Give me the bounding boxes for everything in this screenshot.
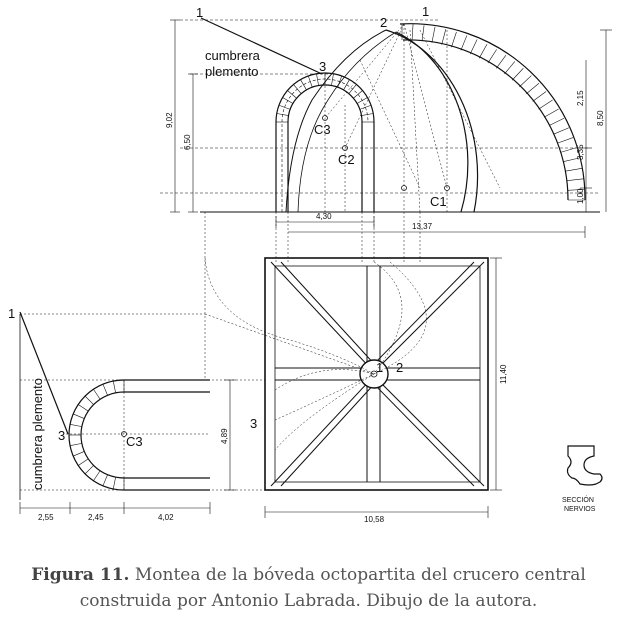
- center-c3-left: C3: [126, 434, 143, 449]
- voussoir-joint: [487, 49, 497, 64]
- point-2-top: 2: [380, 15, 387, 30]
- point-3-left: 3: [58, 428, 65, 443]
- plemento-label: plemento: [205, 64, 258, 79]
- dim-1-00: 1,00: [576, 188, 585, 204]
- voussoir-joint: [557, 137, 574, 144]
- seccion-label: SECCIÓN: [562, 495, 594, 504]
- voussoir-joint: [538, 99, 553, 110]
- voussoir-joint: [316, 73, 319, 86]
- voussoir-joint: [276, 113, 289, 116]
- voussoir-joint: [519, 75, 532, 88]
- voussoir-joint: [78, 404, 89, 412]
- voussoir-joint: [504, 61, 516, 75]
- voussoir-joint: [69, 423, 82, 427]
- plan-square: [20, 212, 502, 518]
- voussoir-joint: [102, 474, 108, 486]
- dim-6-50: 6,50: [183, 134, 192, 150]
- voussoir-joint: [84, 395, 94, 405]
- voussoir-joint: [278, 104, 291, 110]
- voussoir-joint: [469, 39, 478, 55]
- figure-caption: Figura 11. Montea de la bóveda octoparti…: [0, 562, 617, 614]
- voussoir-joint: [300, 79, 307, 91]
- voussoir-joint: [102, 384, 108, 396]
- dim-10-58: 10,58: [364, 515, 385, 524]
- voussoir-joint: [359, 104, 372, 110]
- voussoir-joint: [478, 44, 488, 59]
- voussoir-joint: [78, 458, 89, 466]
- voussoir-joint: [431, 26, 436, 43]
- voussoir-joint: [356, 97, 368, 104]
- center-c1: C1: [430, 194, 447, 209]
- voussoir-joint: [69, 443, 82, 447]
- voussoir-joint: [307, 75, 313, 88]
- caption-text-2: construida por Antonio Labrada. Dibujo d…: [79, 591, 538, 611]
- nervios-label: NERVIOS: [564, 506, 596, 513]
- point-3-center: 3: [250, 416, 257, 431]
- voussoir-joint: [73, 413, 85, 419]
- point-1-top-right: 1: [422, 4, 429, 19]
- voussoir-joint: [337, 75, 343, 88]
- dim-13-37: 13,37: [412, 222, 433, 231]
- voussoir-joint: [460, 35, 468, 51]
- point-3-top: 3: [319, 59, 326, 74]
- point-2-center: 2: [396, 360, 403, 375]
- point-1-left: 1: [8, 306, 15, 321]
- center-c3-top: C3: [314, 122, 331, 137]
- voussoir-joint: [348, 84, 357, 94]
- dim-11-40: 11,40: [499, 364, 508, 384]
- voussoir-joint: [84, 465, 94, 475]
- voussoir-joint: [411, 24, 414, 41]
- voussoir-joint: [566, 178, 584, 182]
- caption-line-1: Figura 11. Montea de la bóveda octoparti…: [0, 562, 617, 588]
- dim-4-02: 4,02: [158, 513, 174, 522]
- voussoir-joint: [553, 127, 569, 135]
- voussoir-joint: [73, 451, 85, 457]
- voussoir-joint: [282, 97, 294, 104]
- voussoir-joint: [560, 147, 577, 153]
- voussoir-joint: [361, 113, 374, 116]
- dim-2-55: 2,55: [38, 513, 54, 522]
- voussoir-joint: [526, 83, 540, 95]
- voussoir-joint: [112, 380, 116, 393]
- caption-figure-label: Figura 11.: [31, 565, 130, 585]
- voussoir-joint: [563, 157, 580, 163]
- dim-9-02: 9,02: [165, 112, 174, 128]
- voussoir-joint: [93, 389, 101, 400]
- top-elevation: [160, 17, 612, 238]
- dim-3-35: 3,35: [576, 144, 585, 160]
- voussoir-joint: [421, 25, 425, 42]
- voussoir-joint: [353, 90, 363, 99]
- dim-4-89: 4,89: [220, 428, 229, 444]
- voussoir-joint: [287, 90, 297, 99]
- point-1-center: 1: [376, 360, 383, 375]
- dim-2-45: 2,45: [88, 513, 104, 522]
- voussoir-joint: [565, 167, 583, 172]
- voussoir-joint: [543, 108, 559, 118]
- vault-drawing: 1 2 1 3 cumbrera plemento C3 C2 C1 1 3 C…: [8, 4, 612, 524]
- dim-8-50: 8,50: [596, 110, 605, 126]
- voussoir-joint: [567, 189, 585, 191]
- voussoir-joint: [331, 73, 334, 86]
- voussoir-joint: [496, 54, 507, 69]
- dim-2-15: 2,15: [576, 90, 585, 106]
- left-elevation: [19, 311, 211, 514]
- voussoir-joint: [548, 117, 565, 126]
- rib-section-icon: [566, 445, 603, 486]
- voussoir-joint: [343, 79, 350, 91]
- voussoir-joint: [532, 91, 547, 102]
- voussoir-joint: [112, 477, 116, 490]
- caption-text-1: Montea de la bóveda octopartita del cruc…: [129, 565, 586, 585]
- voussoir-joint: [293, 84, 302, 94]
- center-c2: C2: [338, 152, 355, 167]
- voussoir-joint: [441, 29, 447, 45]
- voussoir-joint: [511, 68, 524, 81]
- point-1-top-left: 1: [196, 5, 203, 20]
- cumbrera-plemento-vertical-label: cumbrera plemento: [30, 378, 45, 490]
- dim-4-30: 4,30: [316, 212, 332, 221]
- voussoir-joint: [93, 470, 101, 481]
- cumbrera-label: cumbrera: [205, 48, 261, 63]
- voussoir-joint: [451, 31, 457, 48]
